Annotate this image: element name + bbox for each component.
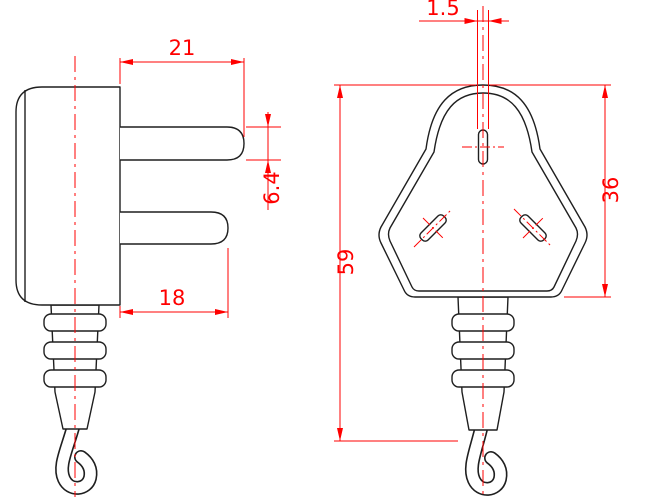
dim-upper-pin-length: 21 <box>119 36 245 137</box>
left-slot-cross-mark <box>422 217 444 239</box>
dim-label-59: 59 <box>334 249 358 276</box>
dim-label-36: 36 <box>599 177 623 204</box>
dim-pin-thickness: 6.4 <box>246 112 284 210</box>
side-view <box>15 86 245 495</box>
front-cable <box>464 418 508 496</box>
centerlines <box>74 6 553 497</box>
dim-lower-pin-length: 18 <box>119 248 229 318</box>
side-lower-pin <box>120 211 229 245</box>
side-cable <box>55 417 98 495</box>
dim-overall-height: 59 <box>334 84 476 442</box>
right-slot-cross-mark <box>522 217 544 239</box>
dim-label-18: 18 <box>159 286 186 310</box>
dim-face-height: 36 <box>490 84 623 298</box>
side-body-outline <box>15 86 121 306</box>
dim-earth-pin-width: 1.5 <box>419 0 509 129</box>
dim-label-21: 21 <box>169 36 196 60</box>
side-upper-pin <box>120 126 245 161</box>
dim-label-1-5: 1.5 <box>426 0 459 20</box>
dim-label-6-4: 6.4 <box>260 171 284 204</box>
